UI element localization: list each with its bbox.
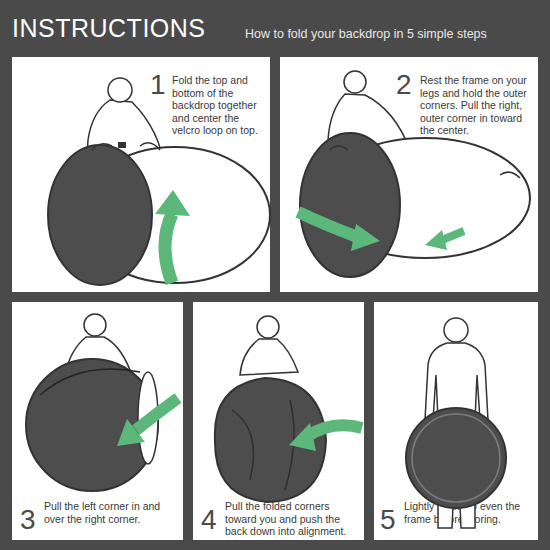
step-instruction: Pull the left corner in and over the rig… (44, 500, 176, 525)
person-head (108, 78, 132, 102)
step-instruction: Fold the top and bottom of the backdrop … (172, 74, 267, 137)
backdrop-white-edge (138, 372, 158, 464)
person-head (84, 314, 106, 336)
step-panel: 1Fold the top and bottom of the backdrop… (12, 57, 270, 292)
step-instruction: Rest the frame on your legs and hold the… (420, 74, 532, 137)
green-arrow (136, 398, 178, 430)
step-3-illustration (26, 314, 178, 491)
green-arrowhead (351, 224, 380, 251)
step-instruction: Pull the folded corners toward you and p… (225, 500, 359, 538)
person-head (257, 316, 279, 338)
frame-edge (40, 369, 140, 395)
backdrop-folded (26, 359, 158, 491)
step-number: 3 (20, 506, 36, 534)
person-hands (330, 146, 520, 178)
backdrop-dark-side (48, 145, 152, 285)
step-panel: 2 Rest the frame on your legs and hold th… (280, 57, 538, 292)
green-arrow (298, 212, 355, 236)
backdrop-white-side (320, 138, 530, 258)
step-4-illustration (215, 316, 362, 502)
frame-ring (412, 414, 500, 502)
backdrop-white-side (80, 147, 270, 283)
step-2-illustration (298, 71, 530, 277)
step-number: 2 (396, 71, 412, 99)
person-body (425, 343, 488, 528)
step-number: 5 (380, 506, 396, 534)
page-title: INSTRUCTIONS (12, 14, 206, 43)
step-instruction: Lightly shake to even the frame before s… (404, 500, 532, 525)
person-torso (240, 339, 298, 375)
green-arrow (308, 425, 362, 436)
step-panel: 5 Lightly shake to even the frame before … (374, 302, 538, 540)
fold-lines (232, 400, 294, 490)
green-arrowhead (155, 190, 190, 216)
page-subtitle: How to fold your backdrop in 5 simple st… (245, 27, 487, 41)
green-arrow (165, 214, 172, 283)
person-head (344, 71, 366, 93)
green-arrowhead (117, 419, 145, 446)
backdrop-folded (215, 378, 326, 502)
person-torso (86, 100, 165, 175)
backdrop-dark-side (300, 133, 400, 277)
person-torso (328, 94, 410, 165)
step-1-illustration (48, 78, 270, 285)
backdrop-stored (406, 408, 506, 508)
green-arrowhead (425, 230, 447, 250)
step-number: 1 (150, 71, 166, 99)
velcro-loop (118, 142, 126, 148)
step-panel: 3 Pull the left corner in and over the ri… (12, 302, 183, 540)
step-number: 4 (201, 506, 217, 534)
person-hands (92, 143, 160, 150)
person-head (444, 318, 468, 342)
person-torso (65, 337, 130, 375)
step-5-illustration (406, 318, 506, 528)
green-arrow (442, 231, 464, 240)
green-arrowhead (289, 423, 316, 451)
step-panel: 4 Pull the folded corners toward you and … (193, 302, 364, 540)
